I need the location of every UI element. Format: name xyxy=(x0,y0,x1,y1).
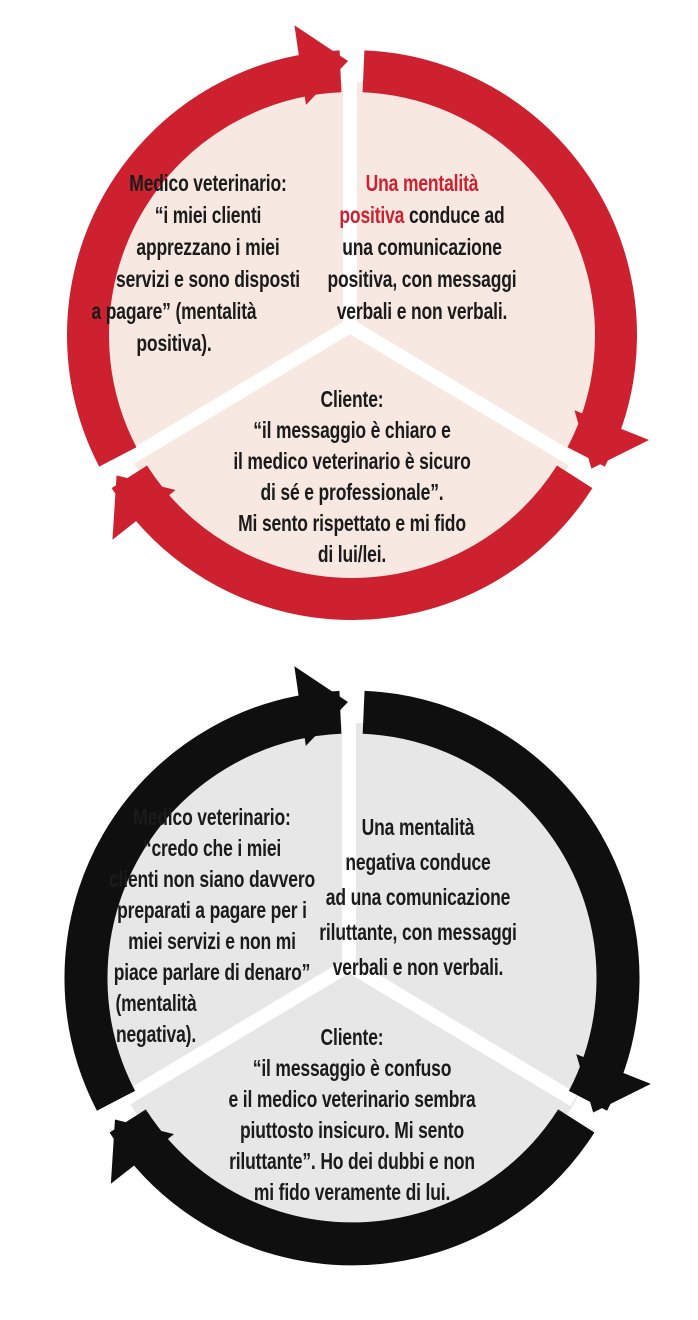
arrowhead-left-icon xyxy=(112,475,176,540)
positive-mindset-highlight: Una mentalità positiva xyxy=(339,170,479,228)
positive-mindset-rest: conduce ad una comunicazione positiva, c… xyxy=(327,202,517,324)
wedge-dividers xyxy=(121,70,579,468)
negative-cycle-diagram: Medico veterinario: “credo che i miei cl… xyxy=(0,660,698,1320)
arc-right xyxy=(362,50,637,467)
negative-mindset-text: Una mentalità negativa conduce ad una co… xyxy=(319,814,517,980)
arc-bottom xyxy=(111,465,593,621)
positive-vet-text-tail: a pagare” (mentalità positiva). xyxy=(91,298,257,356)
negative-vet-text-tail: (mentalità negativa). xyxy=(115,990,197,1047)
positive-client-text: Cliente: “il messaggio è chiaro e il med… xyxy=(233,386,471,567)
positive-cycle-graphic xyxy=(67,25,650,621)
positive-mindset-text: Una mentalità positiva conduce ad una co… xyxy=(278,167,567,327)
arrowhead-right-icon xyxy=(576,1054,651,1113)
wedge-dividers xyxy=(120,705,578,1107)
cycle-arrow-ring xyxy=(64,666,651,1266)
arrowhead-right-icon xyxy=(574,410,650,469)
negative-disc xyxy=(97,723,607,1233)
negative-cycle-graphic xyxy=(64,666,651,1266)
arc-bottom xyxy=(109,1109,595,1266)
positive-cycle-diagram: Medico veterinario: “i miei clienti appr… xyxy=(67,25,650,621)
arrowhead-top-icon xyxy=(294,666,348,746)
arc-left xyxy=(64,690,342,1111)
arc-left xyxy=(67,50,342,467)
negative-client-text: Cliente: “il messaggio è confuso e il me… xyxy=(228,1024,476,1205)
arrowhead-top-icon xyxy=(294,25,349,105)
positive-vet-text: Medico veterinario: “i miei clienti appr… xyxy=(116,170,300,292)
arrowhead-left-icon xyxy=(110,1119,175,1184)
cycle-arrow-ring xyxy=(67,25,650,621)
arc-right xyxy=(362,690,640,1111)
negative-vet-text: Medico veterinario: “credo che i miei cl… xyxy=(108,804,316,985)
